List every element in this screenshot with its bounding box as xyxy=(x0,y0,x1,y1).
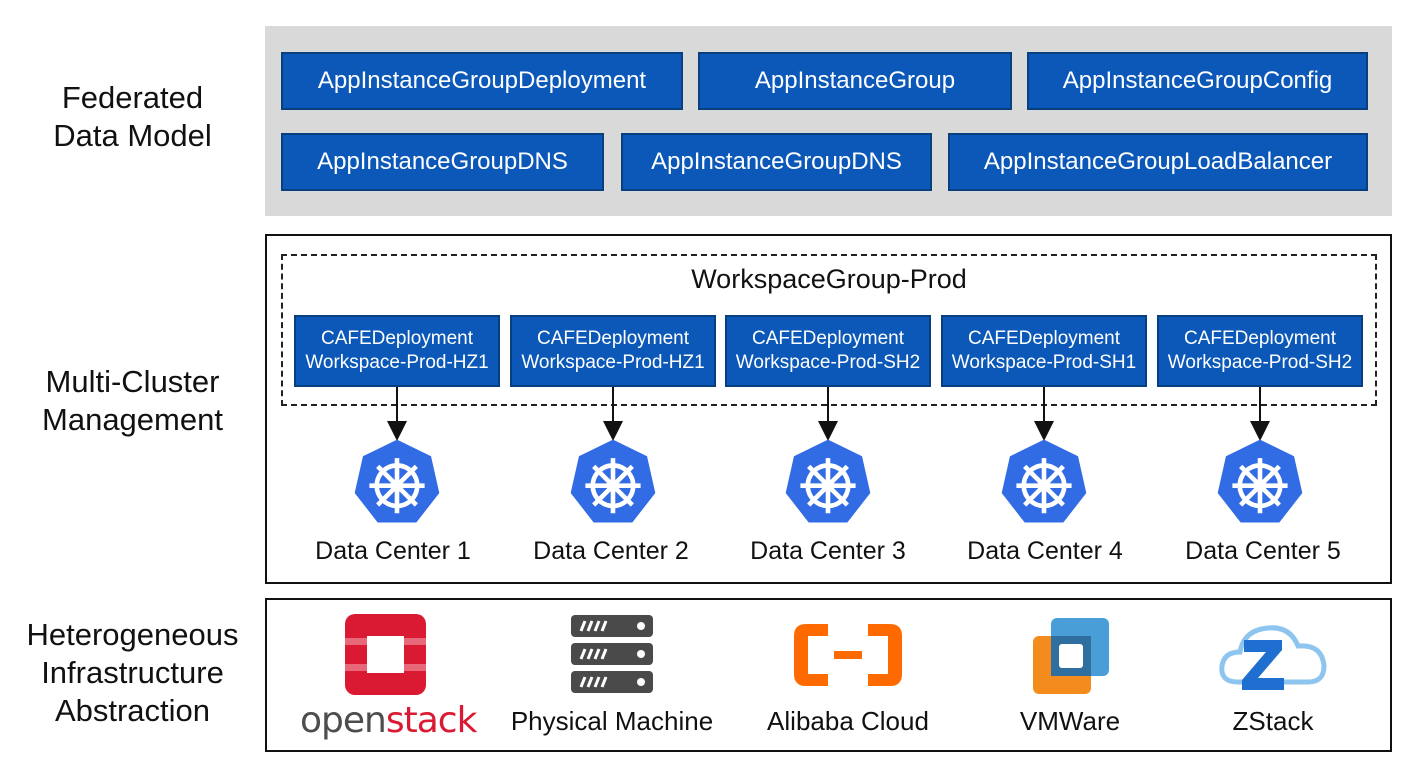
deployment-kind: CAFEDeployment xyxy=(751,328,905,349)
data-center-label: Data Center 4 xyxy=(967,537,1123,565)
server-rack-icon xyxy=(571,615,653,693)
kubernetes-icon xyxy=(570,439,656,523)
layer-label-federated: Federated Data Model xyxy=(0,79,265,155)
layer-label-line: Multi-Cluster xyxy=(45,364,220,399)
vmware-logo xyxy=(1033,618,1109,694)
deployment-kind: CAFEDeployment xyxy=(536,328,690,349)
cafe-deployment-box[interactable]: CAFEDeployment Workspace-Prod-HZ1 xyxy=(510,315,716,387)
deployment-name: Workspace-Prod-SH2 xyxy=(735,352,921,373)
layer-label-infrastructure: Heterogeneous Infrastructure Abstraction xyxy=(0,616,265,730)
layer-label-line: Abstraction xyxy=(54,693,211,728)
zstack-logo xyxy=(1219,625,1327,690)
crd-box[interactable]: AppInstanceGroupDNS xyxy=(621,133,932,191)
deployment-name: Workspace-Prod-HZ1 xyxy=(305,352,489,373)
cafe-deployment-box[interactable]: CAFEDeployment Workspace-Prod-HZ1 xyxy=(294,315,500,387)
openstack-logo xyxy=(343,614,428,695)
deployment-name: Workspace-Prod-SH2 xyxy=(1167,352,1353,373)
cafe-deployment-box[interactable]: CAFEDeployment Workspace-Prod-SH2 xyxy=(725,315,931,387)
crd-box[interactable]: AppInstanceGroupLoadBalancer xyxy=(948,133,1368,191)
deployment-kind: CAFEDeployment xyxy=(967,328,1121,349)
kubernetes-icon xyxy=(1001,439,1087,523)
infrastructure-panel xyxy=(265,598,1392,752)
deployment-kind: CAFEDeployment xyxy=(1183,328,1337,349)
alibaba-cloud-logo xyxy=(794,624,902,686)
layer-label-line: Federated xyxy=(61,80,204,115)
data-center-label: Data Center 5 xyxy=(1185,537,1341,565)
workspace-group-title: WorkspaceGroup-Prod xyxy=(691,264,967,294)
layer-label-line: Management xyxy=(42,402,223,437)
deployment-kind: CAFEDeployment xyxy=(320,328,474,349)
layer-label-line: Heterogeneous xyxy=(26,617,239,652)
data-center-label: Data Center 1 xyxy=(315,537,471,565)
infra-label-zstack: ZStack xyxy=(1232,706,1314,736)
infra-label-physical: Physical Machine xyxy=(510,706,714,736)
crd-box[interactable]: AppInstanceGroupConfig xyxy=(1027,52,1368,110)
data-center-label: Data Center 3 xyxy=(750,537,906,565)
data-center-label: Data Center 2 xyxy=(533,537,689,565)
layer-label-multi-cluster: Multi-Cluster Management xyxy=(0,363,265,439)
deployment-name: Workspace-Prod-HZ1 xyxy=(521,352,705,373)
cafe-deployment-box[interactable]: CAFEDeployment Workspace-Prod-SH1 xyxy=(941,315,1147,387)
openstack-wordmark: openstack xyxy=(300,700,477,741)
crd-box[interactable]: AppInstanceGroup xyxy=(698,52,1012,110)
layer-label-line: Infrastructure xyxy=(41,655,224,690)
infra-label-alibaba: Alibaba Cloud xyxy=(767,706,929,736)
openstack-wordmark-open: open xyxy=(300,700,387,741)
kubernetes-icon xyxy=(1217,439,1303,523)
cafe-deployment-box[interactable]: CAFEDeployment Workspace-Prod-SH2 xyxy=(1157,315,1363,387)
kubernetes-icon xyxy=(785,439,871,523)
kubernetes-icon xyxy=(354,439,440,523)
openstack-wordmark-stack: stack xyxy=(385,700,478,741)
infra-label-vmware: VMWare xyxy=(1019,706,1121,736)
layer-label-line: Data Model xyxy=(53,118,212,153)
crd-box[interactable]: AppInstanceGroupDeployment xyxy=(281,52,683,110)
crd-box[interactable]: AppInstanceGroupDNS xyxy=(281,133,604,191)
deployment-name: Workspace-Prod-SH1 xyxy=(951,352,1137,373)
